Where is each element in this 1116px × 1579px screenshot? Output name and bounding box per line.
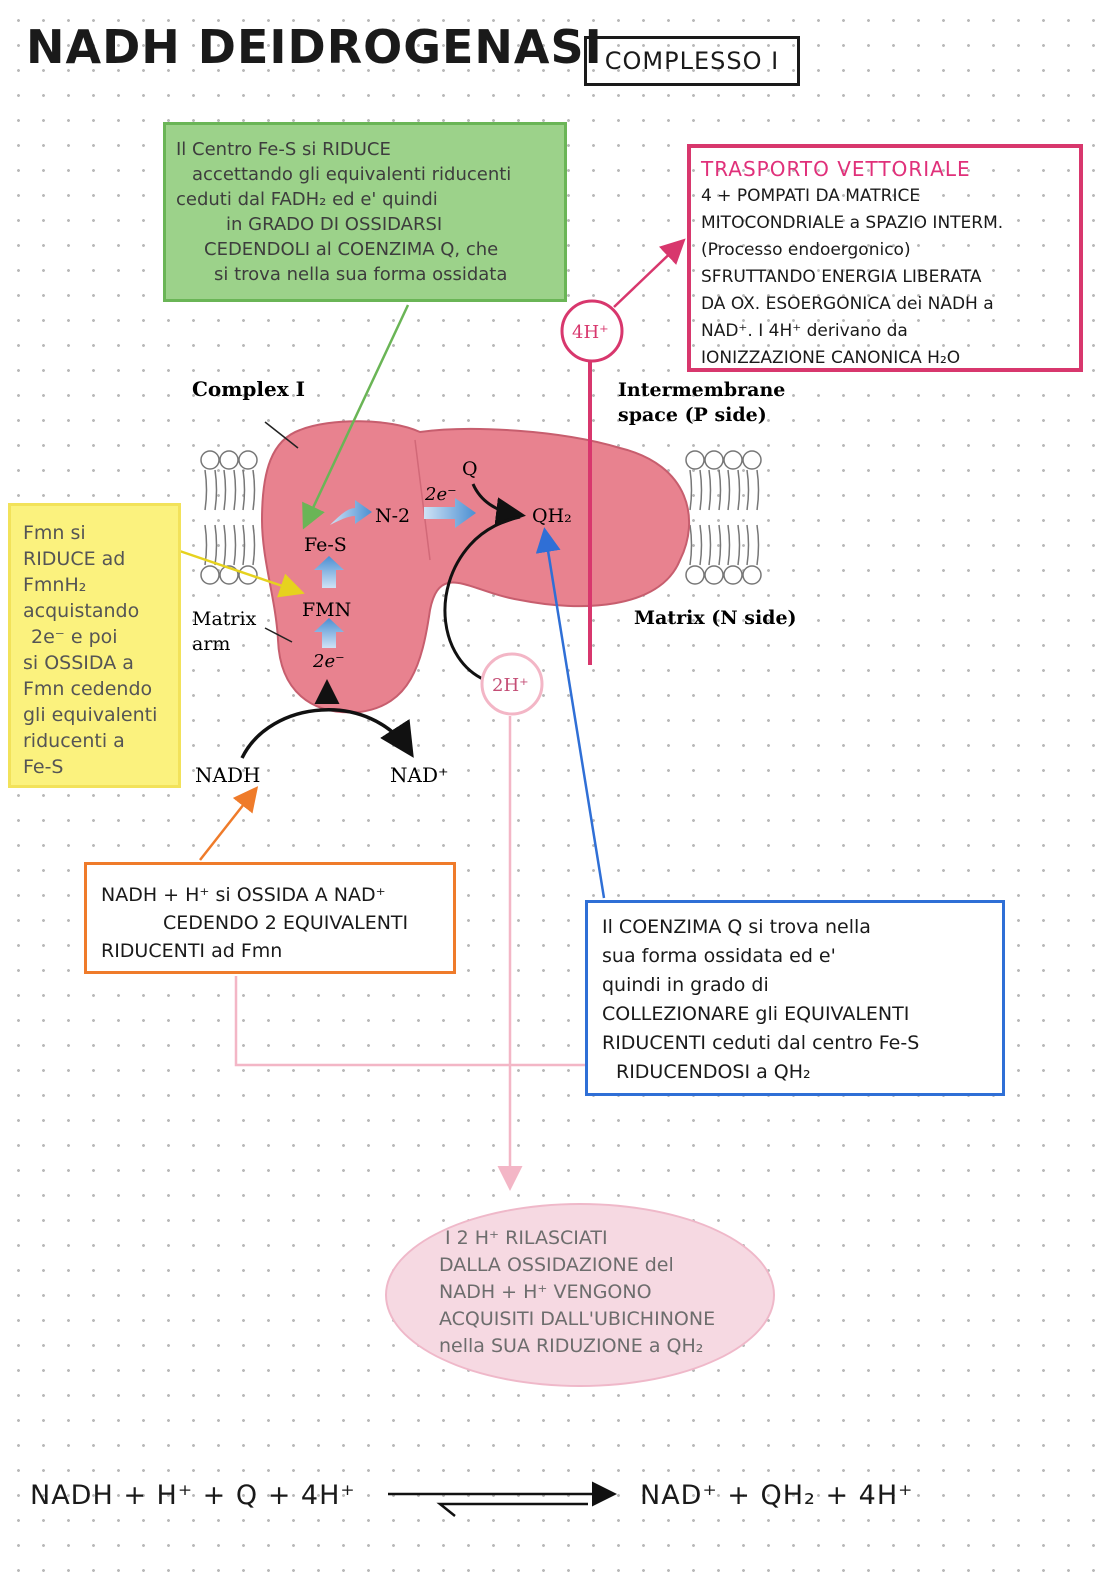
vectorial-transport-line: NAD⁺. I 4H⁺ derivano da xyxy=(701,318,1069,345)
coenzyme-q-note-line: Il COENZIMA Q si trova nella xyxy=(602,913,1002,942)
nadh-oxidation-note: NADH + H⁺ si OSSIDA A NAD⁺ CEDENDO 2 EQU… xyxy=(84,862,456,974)
fmn-note-line: riducenti a xyxy=(23,728,178,754)
nadh-note-line: NADH + H⁺ si OSSIDA A NAD⁺ xyxy=(101,881,453,909)
fes-note-line: in GRADO DI OSSIDARSI xyxy=(176,212,550,237)
membrane-left xyxy=(201,451,257,584)
equation-reactants: NADH + H⁺ + Q + 4H⁺ xyxy=(30,1480,356,1511)
two-e-top-label: 2e⁻ xyxy=(424,484,457,505)
fmn-note-line: si OSSIDA a xyxy=(23,650,178,676)
nadh-oxidation-arc xyxy=(242,710,410,758)
light-pink-connector xyxy=(236,976,585,1065)
protons-note-line: NADH + H⁺ VENGONO xyxy=(439,1279,773,1306)
nad-plus-label: NAD⁺ xyxy=(390,763,449,787)
fes-note-line: Il Centro Fe-S si RIDUCE xyxy=(176,137,550,162)
intermembrane-label-2: space (P side) xyxy=(618,404,767,426)
fmn-note-line: Fmn cedendo xyxy=(23,676,178,702)
q-label: Q xyxy=(462,458,478,480)
two-e-bottom-label: 2e⁻ xyxy=(312,651,345,672)
fmn-note: Fmn si RIDUCE ad FmnH₂ acquistando 2e⁻ e… xyxy=(8,503,181,788)
fmn-note-line: acquistando xyxy=(23,598,178,624)
qh2-label: QH₂ xyxy=(532,505,572,527)
vectorial-transport-line: MITOCONDRIALE a SPAZIO INTERM. xyxy=(701,210,1069,237)
protons-note-line: nella SUA RIDUZIONE a QH₂ xyxy=(439,1333,773,1360)
n2-label: N-2 xyxy=(375,505,410,527)
vectorial-transport-title: TRASPORTO VETTORIALE xyxy=(701,156,1069,183)
fmn-note-line: RIDUCE ad xyxy=(23,546,178,572)
fes-note: Il Centro Fe-S si RIDUCE accettando gli … xyxy=(163,122,567,302)
coenzyme-q-note-line: RIDUCENTI ceduti dal centro Fe-S xyxy=(602,1029,1002,1058)
intermembrane-label-1: Intermembrane xyxy=(618,379,785,401)
coenzyme-q-note-line: COLLEZIONARE gli EQUIVALENTI xyxy=(602,1000,1002,1029)
protons-note-line: I 2 H⁺ RILASCIATI xyxy=(439,1225,773,1252)
fes-note-line: accettando gli equivalenti riducenti xyxy=(176,162,550,187)
coenzyme-q-note-line: RIDUCENDOSI a QH₂ xyxy=(602,1058,1002,1087)
protons-note-line: ACQUISITI DALL'UBICHINONE xyxy=(439,1306,773,1333)
protons-note: I 2 H⁺ RILASCIATI DALLA OSSIDAZIONE del … xyxy=(385,1203,775,1387)
nadh-note-line: RIDUCENTI ad Fmn xyxy=(101,937,453,965)
vectorial-transport-line: DA OX. ESOERGONICA dei NADH a xyxy=(701,291,1069,318)
four-h-label: 4H⁺ xyxy=(572,322,609,343)
fes-note-line: CEDENDOLI al COENZIMA Q, che xyxy=(176,237,550,262)
fes-note-line: ceduti dal FADH₂ ed e' quindi xyxy=(176,187,550,212)
membrane-right xyxy=(686,451,761,584)
fmn-note-line: FmnH₂ xyxy=(23,572,178,598)
matrix-side-label: Matrix (N side) xyxy=(634,607,797,629)
protons-note-line: DALLA OSSIDAZIONE del xyxy=(439,1252,773,1279)
nadh-label: NADH xyxy=(195,763,260,787)
coenzyme-q-note: Il COENZIMA Q si trova nella sua forma o… xyxy=(585,900,1005,1096)
coenzyme-q-note-line: sua forma ossidata ed e' xyxy=(602,942,1002,971)
vectorial-transport-line: (Processo endoergonico) xyxy=(701,237,1069,264)
matrix-arm-label-1: Matrix xyxy=(192,608,257,630)
fes-label: Fe-S xyxy=(304,534,347,556)
fmn-note-line: 2e⁻ e poi xyxy=(23,624,178,650)
orange-pointer xyxy=(200,790,255,860)
fmn-note-line: gli equivalenti xyxy=(23,702,178,728)
fmn-note-line: Fmn si xyxy=(23,520,178,546)
nadh-note-line: CEDENDO 2 EQUIVALENTI xyxy=(101,909,453,937)
overall-equation: NADH + H⁺ + Q + 4H⁺ NAD⁺ + QH₂ + 4H⁺ xyxy=(30,1474,1110,1534)
two-h-label: 2H⁺ xyxy=(492,675,529,696)
fmn-label: FMN xyxy=(302,599,351,621)
fmn-note-line: Fe-S xyxy=(23,754,178,780)
complex-i-label: Complex I xyxy=(192,377,305,401)
vectorial-transport-line: 4 + POMPATI DA MATRICE xyxy=(701,183,1069,210)
fes-note-line: si trova nella sua forma ossidata xyxy=(176,262,550,287)
matrix-arm-label-2: arm xyxy=(192,633,230,655)
vectorial-transport-note: TRASPORTO VETTORIALE 4 + POMPATI DA MATR… xyxy=(687,144,1083,372)
vectorial-transport-line: SFRUTTANDO ENERGIA LIBERATA xyxy=(701,264,1069,291)
equation-products: NAD⁺ + QH₂ + 4H⁺ xyxy=(640,1480,913,1511)
vectorial-transport-line: IONIZZAZIONE CANONICA H₂O xyxy=(701,345,1069,372)
coenzyme-q-note-line: quindi in grado di xyxy=(602,971,1002,1000)
